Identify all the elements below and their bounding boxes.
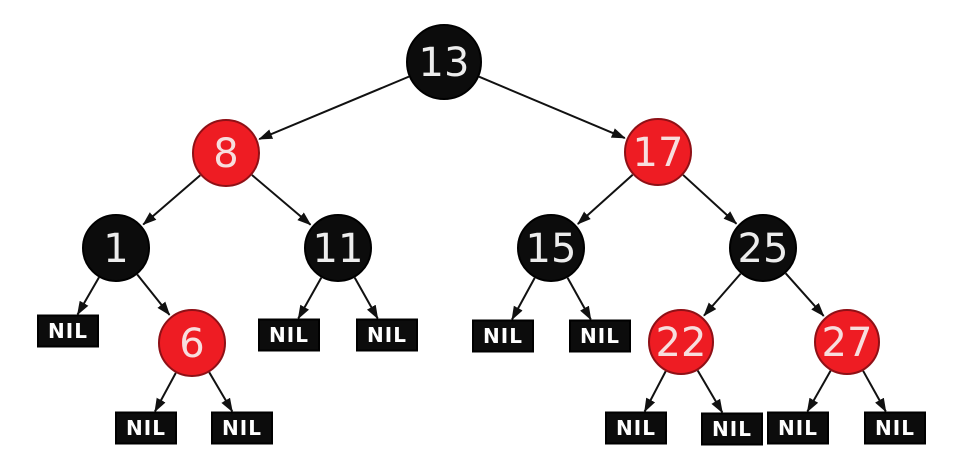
tree-edge-13-8	[258, 75, 410, 141]
black-node-circle	[406, 24, 482, 100]
tree-node-15: 15	[517, 214, 585, 282]
tree-edge-11-nil-11-right	[353, 277, 379, 320]
tree-node-label: 22	[656, 320, 707, 366]
tree-edge-11-nil-11-left	[297, 277, 323, 320]
tree-node-25: 25	[729, 214, 797, 282]
tree-node-label: 6	[179, 321, 204, 367]
nil-leaf-label: NIL	[367, 323, 407, 347]
red-node-circle	[158, 309, 226, 377]
tree-node-label: 27	[822, 320, 873, 366]
nil-leaf-label: NIL	[48, 319, 88, 343]
tree-node-8: 8	[192, 119, 260, 187]
tree-edge-1-nil-1-left	[76, 276, 100, 316]
nil-leaf-box	[472, 319, 534, 353]
tree-edge-13-17	[478, 75, 626, 139]
black-node-circle	[82, 214, 150, 282]
nil-leaf-box	[569, 319, 631, 353]
tree-edge-6-nil-6-right	[208, 371, 234, 413]
tree-node-label: 17	[633, 130, 684, 176]
tree-node-1: 1	[82, 214, 150, 282]
red-node-circle	[648, 309, 714, 375]
tree-node-label: 1	[103, 226, 128, 272]
nil-leaf-box	[864, 411, 926, 445]
tree-node-label: 11	[313, 226, 364, 272]
black-node-circle	[729, 214, 797, 282]
tree-edge-17-15	[577, 173, 634, 225]
nil-leaf-box	[767, 411, 829, 445]
tree-node-label: 25	[738, 226, 789, 272]
nil-15-right: NIL	[569, 319, 631, 353]
nil-leaf-box	[211, 411, 273, 445]
tree-edge-22-nil-22-right	[696, 369, 724, 414]
tree-edge-27-nil-27-left	[806, 370, 832, 413]
tree-node-27: 27	[814, 309, 880, 375]
nil-22-left: NIL	[605, 411, 667, 445]
nil-22-right: NIL	[701, 412, 763, 446]
nil-leaf-label: NIL	[875, 416, 915, 440]
nil-leaf-label: NIL	[778, 416, 818, 440]
nil-1-left: NIL	[37, 314, 99, 348]
tree-edge-25-22	[703, 272, 742, 317]
nil-leaf-box	[258, 318, 320, 352]
tree-edge-15-nil-15-right	[566, 277, 592, 321]
tree-node-13: 13	[406, 24, 482, 100]
red-node-circle	[192, 119, 260, 187]
tree-edge-17-25	[682, 174, 738, 225]
tree-edge-25-27	[784, 272, 825, 317]
nil-leaf-box	[701, 412, 763, 446]
nil-leaf-box	[37, 314, 99, 348]
tree-node-22: 22	[648, 309, 714, 375]
nil-leaf-label: NIL	[712, 417, 752, 441]
nil-leaf-label: NIL	[126, 416, 166, 440]
tree-node-11: 11	[304, 214, 372, 282]
nil-6-right: NIL	[211, 411, 273, 445]
tree-edge-1-6	[136, 273, 171, 316]
tree-edge-8-11	[251, 174, 312, 226]
black-node-circle	[517, 214, 585, 282]
tree-node-label: 13	[419, 40, 470, 86]
nil-leaf-label: NIL	[483, 324, 523, 348]
nil-15-left: NIL	[472, 319, 534, 353]
tree-node-label: 8	[213, 131, 238, 177]
nil-27-right: NIL	[864, 411, 926, 445]
nil-11-right: NIL	[356, 318, 418, 352]
red-node-circle	[624, 118, 692, 186]
nil-27-left: NIL	[767, 411, 829, 445]
nil-leaf-box	[356, 318, 418, 352]
tree-edge-8-1	[142, 174, 201, 226]
tree-edge-15-nil-15-left	[511, 277, 536, 321]
nil-11-left: NIL	[258, 318, 320, 352]
tree-edge-27-nil-27-right	[862, 370, 887, 413]
nil-6-left: NIL	[115, 411, 177, 445]
nil-leaf-box	[115, 411, 177, 445]
nil-leaf-label: NIL	[616, 416, 656, 440]
tree-edge-6-nil-6-left	[154, 372, 177, 413]
tree-node-label: 15	[526, 226, 577, 272]
nil-leaf-label: NIL	[269, 323, 309, 347]
black-node-circle	[304, 214, 372, 282]
tree-edge-22-nil-22-left	[643, 370, 667, 413]
tree-node-6: 6	[158, 309, 226, 377]
nil-leaf-label: NIL	[580, 324, 620, 348]
nil-leaf-box	[605, 411, 667, 445]
tree-node-17: 17	[624, 118, 692, 186]
nil-leaf-label: NIL	[222, 416, 262, 440]
red-node-circle	[814, 309, 880, 375]
